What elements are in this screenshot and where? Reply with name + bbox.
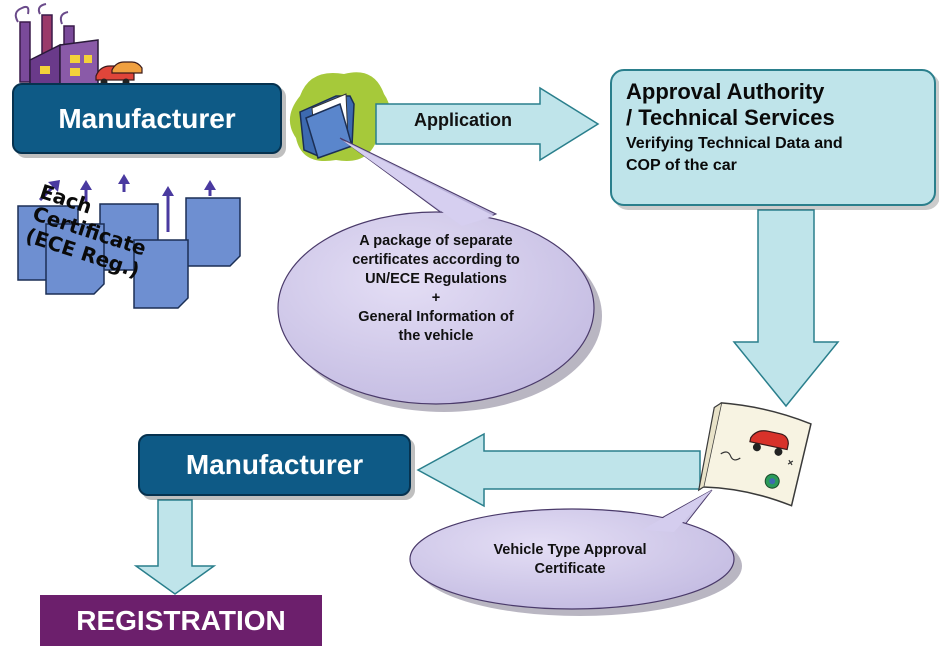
manufacturer-box-bottom: Manufacturer bbox=[138, 434, 411, 496]
certificate-document-icon bbox=[697, 402, 812, 507]
approval-callout-text: Vehicle Type Approval Certificate bbox=[440, 541, 700, 579]
package-line-1: A package of separate bbox=[359, 233, 513, 249]
approval-callout bbox=[409, 489, 742, 616]
package-line-3: UN/ECE Regulations bbox=[365, 271, 507, 287]
registration-label: REGISTRATION bbox=[76, 604, 286, 636]
application-label: Application bbox=[414, 110, 512, 130]
authority-line-4: COP of the car bbox=[626, 157, 737, 174]
registration-box: REGISTRATION bbox=[40, 595, 322, 646]
package-line-2: certificates according to bbox=[352, 252, 520, 268]
package-callout-text: A package of separate certificates accor… bbox=[296, 232, 576, 346]
package-line-6: the vehicle bbox=[398, 328, 474, 344]
package-line-4: + bbox=[431, 290, 441, 306]
down-arrow-authority bbox=[732, 209, 840, 408]
approval-line-2: Certificate bbox=[534, 561, 606, 577]
folder-icon bbox=[289, 72, 390, 162]
manufacturer-top-label: Manufacturer bbox=[58, 102, 236, 134]
approval-line-1: Vehicle Type Approval bbox=[493, 542, 647, 558]
authority-line-1: Approval Authority bbox=[626, 79, 825, 104]
package-callout bbox=[277, 137, 602, 412]
authority-line-3: Verifying Technical Data and bbox=[626, 135, 843, 152]
package-line-5: General Information of bbox=[358, 309, 514, 325]
authority-line-2: / Technical Services bbox=[626, 105, 835, 130]
left-arrow-return bbox=[416, 432, 701, 508]
document-stack-icon bbox=[17, 174, 241, 309]
factory-icon bbox=[14, 3, 143, 86]
application-arrow bbox=[375, 86, 600, 162]
manufacturer-bottom-label: Manufacturer bbox=[185, 449, 364, 480]
approval-authority-box: Approval Authority / Technical Services … bbox=[610, 69, 936, 206]
manufacturer-box-top: Manufacturer bbox=[12, 83, 282, 154]
down-arrow-registration bbox=[133, 499, 217, 595]
